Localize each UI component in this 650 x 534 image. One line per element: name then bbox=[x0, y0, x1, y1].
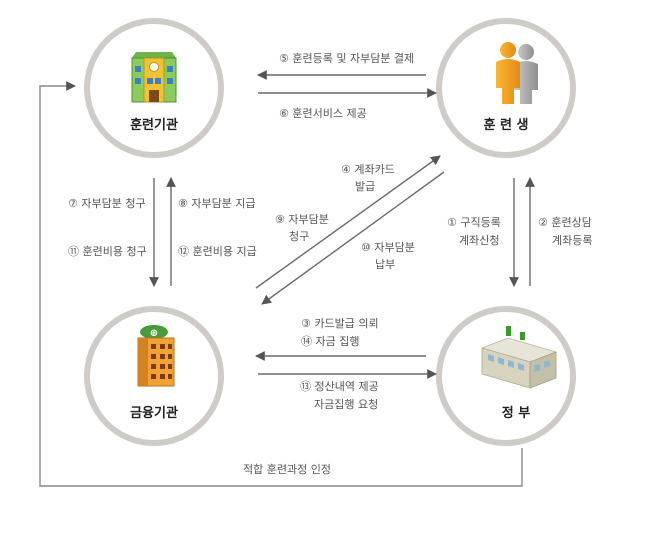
flow-loop-label: 적합 훈련과정 인정 bbox=[243, 463, 331, 476]
flow-f4-line2: 발급 bbox=[355, 180, 375, 193]
people-icon bbox=[496, 42, 538, 104]
flow-f1-line2: 계좌신청 bbox=[459, 234, 499, 247]
school-building-icon bbox=[131, 52, 177, 103]
flow-f9-label: ⑨ 자부담분 청구 bbox=[275, 213, 332, 243]
svg-text:⊕: ⊕ bbox=[150, 328, 158, 339]
label-financial-institution: 금융기관 bbox=[130, 405, 178, 421]
flow-f6-label: ⑥ 훈련서비스 제공 bbox=[279, 107, 367, 120]
flow-f4-label: ④ 계좌카드 발급 bbox=[341, 163, 398, 193]
flow-f7-label: ⑦ 자부담분 청구 bbox=[68, 197, 146, 210]
bank-building-icon: ⊕ bbox=[137, 325, 175, 387]
flow-f12-label: ⑫ 훈련비용 지급 bbox=[178, 245, 257, 258]
loop-arrow bbox=[39, 81, 523, 487]
flow-f1-label: ① 구직등록 계좌신청 bbox=[447, 216, 504, 247]
flow-f13-label: ⑬ 정산내역 제공 자금집행 요청 bbox=[300, 380, 382, 411]
government-building-icon bbox=[480, 326, 558, 389]
arrow-f10 bbox=[261, 171, 445, 305]
flow-f4-line1: ④ 계좌카드 bbox=[341, 163, 395, 176]
flow-f2-label: ② 훈련상담 계좌등록 bbox=[538, 216, 595, 247]
label-trainee: 훈 련 생 bbox=[484, 117, 529, 133]
flow-f14-label: ⑭ 자금 집행 bbox=[301, 335, 359, 348]
flow-f10-label: ⑩ 자부담분 납부 bbox=[361, 241, 418, 271]
flow-f9-line1: ⑨ 자부담분 bbox=[275, 213, 329, 226]
flow-f11-label: ⑪ 훈련비용 청구 bbox=[68, 245, 147, 258]
flow-f10-line2: 납부 bbox=[375, 258, 395, 271]
arrow-f4-f9 bbox=[255, 155, 441, 289]
flow-f3-label: ③ 카드발급 의뢰 bbox=[301, 317, 379, 330]
label-government: 정 부 bbox=[502, 405, 530, 421]
flow-f10-line1: ⑩ 자부담분 bbox=[361, 241, 415, 254]
flow-f13-line2: 자금집행 요청 bbox=[314, 398, 378, 411]
flow-f1-line1: ① 구직등록 bbox=[447, 216, 501, 229]
flow-f2-line1: ② 훈련상담 bbox=[538, 216, 592, 229]
label-training-institution: 훈련기관 bbox=[130, 117, 178, 133]
flow-f13-line1: ⑬ 정산내역 제공 bbox=[300, 380, 379, 393]
flow-f5-label: ⑤ 훈련등록 및 자부담분 결제 bbox=[279, 52, 414, 65]
flow-f2-line2: 계좌등록 bbox=[552, 234, 592, 247]
flow-f8-label: ⑧ 자부담분 지급 bbox=[178, 197, 256, 210]
flow-f9-line2: 청구 bbox=[289, 230, 309, 243]
